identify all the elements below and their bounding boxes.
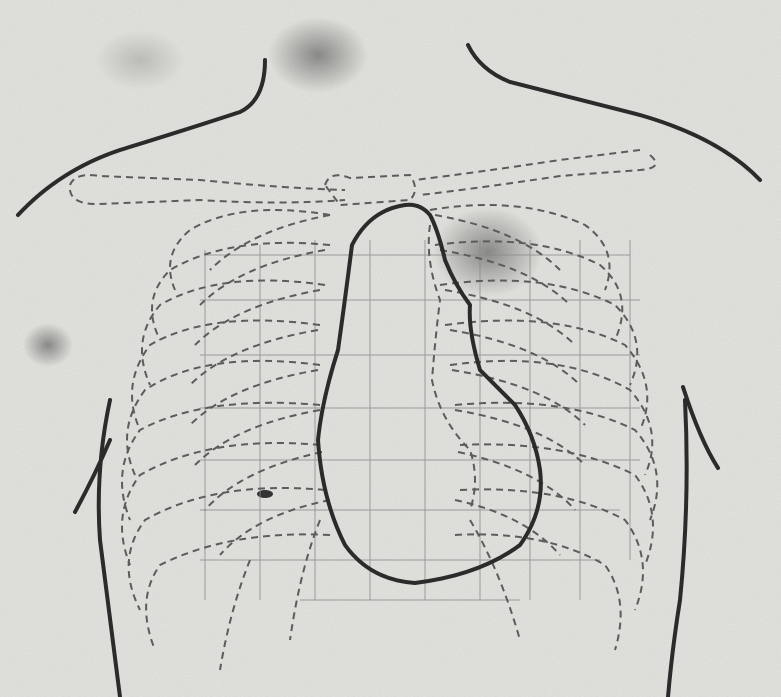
paper-texture (0, 0, 781, 697)
chest-diagram (0, 0, 781, 697)
